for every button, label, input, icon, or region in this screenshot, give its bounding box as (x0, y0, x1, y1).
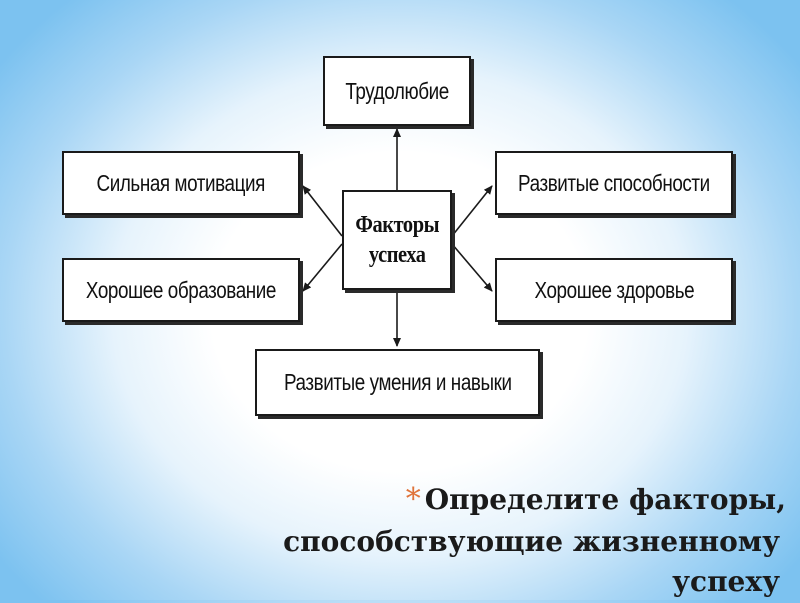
factor-label-bottom: Развитые умения и навыки (283, 369, 512, 396)
arrow-to-right-upper (451, 185, 493, 237)
caption-line2: способствующие жизненному успеху (283, 524, 780, 599)
factor-label-right-upper: Развитые способности (518, 169, 710, 196)
factor-box-left-lower: Хорошее образование (62, 258, 300, 322)
factor-box-right-upper: Развитые способности (495, 151, 733, 215)
factor-box-bottom: Развитые умения и навыки (255, 349, 540, 416)
center-label-line2: успеха (368, 242, 426, 268)
center-box: Факторы успеха (342, 190, 452, 290)
arrow-to-left-upper (302, 185, 343, 237)
task-caption: *Определите факторы, способствующие жизн… (266, 478, 786, 603)
factor-label-top: Трудолюбие (345, 77, 449, 104)
center-label: Факторы успеха (355, 210, 439, 270)
center-label-line1: Факторы (355, 212, 439, 238)
factor-label-left-upper: Сильная мотивация (96, 169, 266, 196)
factor-box-top: Трудолюбие (323, 56, 471, 126)
factor-label-right-lower: Хорошее здоровье (534, 276, 694, 303)
caption-line1: Определите факторы, (424, 483, 786, 516)
factor-box-left-upper: Сильная мотивация (62, 151, 300, 215)
factor-box-right-lower: Хорошее здоровье (495, 258, 733, 322)
bullet-star: * (405, 482, 421, 517)
arrow-to-left-lower (302, 243, 343, 292)
factor-label-left-lower: Хорошее образование (85, 276, 277, 303)
arrow-to-right-lower (451, 243, 493, 292)
